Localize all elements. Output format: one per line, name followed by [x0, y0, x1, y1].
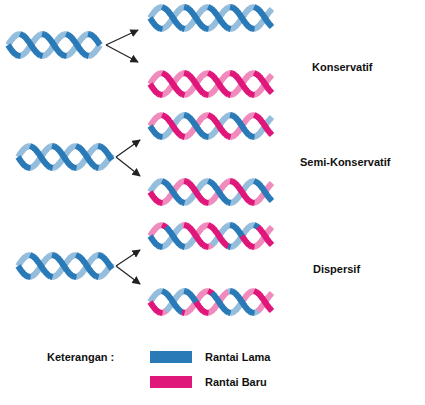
dna-strand: [270, 309, 272, 311]
dna-strand: [228, 199, 231, 206]
replication-arrow: [106, 45, 138, 62]
dna-strand: [228, 309, 231, 316]
dna-strand: [160, 244, 163, 250]
dna-strand: [64, 53, 67, 59]
dna-strand: [74, 165, 77, 171]
dna-strand: [252, 310, 255, 316]
dna-strand: [228, 133, 231, 140]
dna-helix: [150, 291, 272, 313]
dna-strand: [228, 91, 231, 98]
dna-strand: [228, 25, 231, 32]
legend-text: Rantai Baru: [205, 376, 267, 389]
dna-strand: [252, 200, 255, 206]
dna-helix: [150, 181, 272, 203]
dna-strand: [206, 134, 209, 140]
replication-arrow: [116, 157, 140, 176]
dna-strand: [40, 52, 43, 59]
dna-strand: [160, 26, 163, 32]
dna-strand: [228, 243, 231, 250]
dna-strand: [270, 75, 272, 77]
model-label: Dispersif: [313, 263, 360, 276]
dna-strand: [98, 42, 100, 45]
dna-strand: [270, 293, 272, 295]
dna-strand: [74, 274, 77, 280]
dna-strand: [206, 26, 209, 32]
dna-strand: [270, 133, 272, 135]
dna-strand: [182, 199, 185, 206]
dna-strand: [182, 91, 185, 98]
replication-arrow: [116, 140, 140, 157]
dna-helix: [150, 115, 272, 137]
dna-strand: [28, 165, 31, 171]
model-label: Semi-Konservatif: [300, 156, 390, 169]
legend-heading: Keterangan :: [47, 351, 114, 364]
dna-strand: [270, 25, 272, 27]
replication-arrow: [116, 266, 140, 284]
dna-strand: [270, 183, 272, 185]
dna-strand: [182, 243, 185, 250]
dna-strand: [160, 310, 163, 316]
dna-strand: [206, 200, 209, 206]
dna-strand: [28, 274, 31, 280]
dna-helix: [18, 255, 112, 277]
dna-strand: [206, 244, 209, 250]
dna-strand: [270, 9, 272, 11]
dna-strand: [270, 243, 272, 245]
dna-strand: [160, 134, 163, 140]
legend-swatch: [150, 376, 192, 388]
legend-swatch: [150, 351, 192, 363]
dna-strand: [160, 200, 163, 206]
dna-helix: [18, 146, 112, 168]
dna-strand: [182, 309, 185, 316]
model-label: Konservatif: [312, 61, 373, 74]
dna-helix: [8, 34, 100, 56]
legend-text: Rantai Lama: [205, 351, 270, 364]
dna-strand: [50, 273, 53, 280]
dna-strand: [270, 91, 272, 93]
dna-helix: [150, 225, 272, 247]
dna-strand: [252, 244, 255, 250]
dna-strand: [252, 134, 255, 140]
dna-strand: [270, 199, 272, 201]
dna-helix: [150, 7, 272, 29]
dna-strand: [182, 133, 185, 140]
dna-strand: [206, 92, 209, 98]
dna-strand: [206, 310, 209, 316]
dna-strand: [18, 53, 21, 59]
dna-strand: [110, 157, 112, 160]
dna-strand: [110, 266, 112, 269]
dna-strand: [96, 273, 99, 280]
replication-arrow: [116, 250, 140, 266]
dna-strand: [252, 26, 255, 32]
dna-strand: [270, 227, 272, 229]
dna-helix: [150, 73, 272, 95]
dna-strand: [182, 25, 185, 32]
dna-strand: [96, 164, 99, 171]
dna-strand: [50, 164, 53, 171]
dna-strand: [270, 117, 272, 119]
replication-arrow: [106, 30, 138, 45]
dna-strand: [160, 92, 163, 98]
dna-strand: [86, 52, 89, 59]
dna-strand: [252, 92, 255, 98]
